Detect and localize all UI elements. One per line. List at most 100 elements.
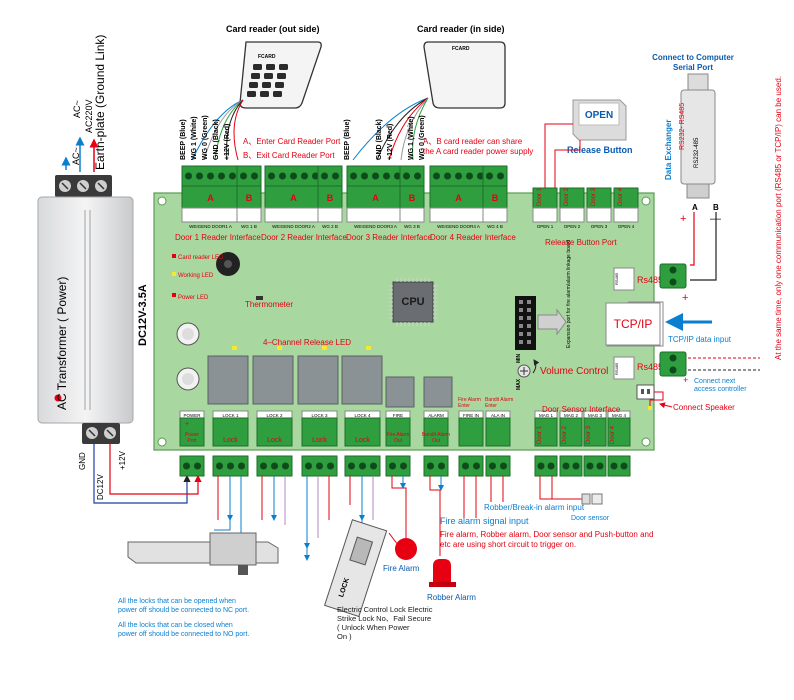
terminal-screw[interactable] xyxy=(489,462,496,470)
weigend-label: WEIGEND DOOR4 A xyxy=(437,224,480,229)
terminal-screw[interactable] xyxy=(348,462,355,470)
terminal-screw[interactable] xyxy=(312,172,319,180)
terminal-screw[interactable] xyxy=(370,462,377,470)
reader-interface-label-2: Door 2 Reader Interface xyxy=(261,233,347,242)
reader-out-wire-label-3: GND (Black) xyxy=(213,119,220,160)
terminal-screw[interactable] xyxy=(359,462,366,470)
tcpip-port[interactable] xyxy=(605,302,661,346)
relay xyxy=(252,355,294,405)
output-terminal-block[interactable] xyxy=(385,455,411,477)
terminal-screw[interactable] xyxy=(240,172,247,180)
door-sensor-terminal[interactable] xyxy=(583,455,607,477)
keypad-key xyxy=(277,73,286,79)
output-terminal-block[interactable] xyxy=(179,455,205,477)
connect-speaker-label: Connect Speaker xyxy=(673,403,735,412)
terminal-screw[interactable] xyxy=(282,462,289,470)
terminal-screw[interactable] xyxy=(500,462,507,470)
magnetic-lock-group xyxy=(127,532,279,575)
terminal-screw[interactable] xyxy=(372,172,379,180)
terminal-screw[interactable] xyxy=(332,172,339,180)
terminal-screw[interactable] xyxy=(301,172,308,180)
relay xyxy=(297,355,339,405)
terminal-screw[interactable] xyxy=(477,172,484,180)
terminal-screw[interactable] xyxy=(229,172,236,180)
terminal-screw[interactable] xyxy=(414,172,421,180)
terminal-screw[interactable] xyxy=(466,172,473,180)
terminal-screw[interactable] xyxy=(194,462,201,470)
terminal-screw[interactable] xyxy=(400,462,407,470)
terminal-screw[interactable] xyxy=(403,172,410,180)
svg-text:RS485: RS485 xyxy=(614,272,619,285)
terminal-screw[interactable] xyxy=(497,172,504,180)
terminal-screw[interactable] xyxy=(227,462,234,470)
dc-rating-label: DC12V-3.5A xyxy=(137,284,149,346)
terminal-screw[interactable] xyxy=(455,172,462,180)
terminal-screw[interactable] xyxy=(218,172,225,180)
robber-alarm-icon xyxy=(433,559,451,582)
keypad-key xyxy=(273,91,282,97)
relay xyxy=(385,376,415,408)
output-terminal-block[interactable] xyxy=(423,455,449,477)
tcpip-input-label: TCP/IP data input xyxy=(668,335,732,344)
ac220-label: AC220V xyxy=(84,99,94,133)
earth-plate-label: Earth-plate (Ground Link) xyxy=(93,35,107,170)
terminal-screw[interactable] xyxy=(486,172,493,180)
terminal-screw[interactable] xyxy=(473,462,480,470)
terminal-screw[interactable] xyxy=(251,172,258,180)
card-reader-in-icon xyxy=(423,41,506,109)
expansion-header[interactable] xyxy=(515,296,536,350)
terminal-screw[interactable] xyxy=(279,172,286,180)
terminal-screw[interactable] xyxy=(290,172,297,180)
bottom-port-label: FIRE IN xyxy=(463,413,479,418)
data-exchanger-label: Data Exchanger xyxy=(664,120,673,180)
terminal-screw[interactable] xyxy=(305,462,312,470)
terminal-screw[interactable] xyxy=(316,462,323,470)
terminal-screw[interactable] xyxy=(394,172,401,180)
terminal-screw[interactable] xyxy=(389,462,396,470)
rs485-terminal-2[interactable] xyxy=(659,351,687,377)
output-terminal-block[interactable] xyxy=(485,455,511,477)
terminal-screw[interactable] xyxy=(321,172,328,180)
output-terminal-block[interactable] xyxy=(458,455,484,477)
terminal-screw[interactable] xyxy=(327,462,334,470)
terminal-screw[interactable] xyxy=(183,462,190,470)
mag-label: MAG 4 xyxy=(612,413,627,418)
terminal-screw[interactable] xyxy=(196,172,203,180)
terminal-screw[interactable] xyxy=(185,172,192,180)
open-button[interactable] xyxy=(578,102,620,126)
terminal-screw[interactable] xyxy=(207,172,214,180)
reader-interface-label-1: Door 1 Reader Interface xyxy=(175,233,261,242)
terminal-screw[interactable] xyxy=(216,462,223,470)
fcard-label-2: FCARD xyxy=(452,46,470,52)
weigend-label: WEIGEND DOOR2 A xyxy=(272,224,315,229)
terminal-screw[interactable] xyxy=(444,172,451,180)
weigend-label: WG 1 B xyxy=(241,224,257,229)
rs485-terminal-1[interactable] xyxy=(659,263,687,289)
terminal-screw[interactable] xyxy=(462,462,469,470)
terminal-screw[interactable] xyxy=(427,462,434,470)
exchanger-a: A xyxy=(692,203,698,212)
plus12v-label: +12V xyxy=(118,450,127,470)
max-label: MAX xyxy=(516,378,522,390)
reader-in-wire-label-3: WG 1 (White) xyxy=(408,116,415,160)
terminal-screw[interactable] xyxy=(383,172,390,180)
terminal-screw[interactable] xyxy=(238,462,245,470)
door-sensor-terminal[interactable] xyxy=(607,455,631,477)
release-port-label: Release Button Port xyxy=(545,238,617,247)
terminal-screw[interactable] xyxy=(350,172,357,180)
door-sensor-terminal[interactable] xyxy=(559,455,583,477)
terminal-screw[interactable] xyxy=(260,462,267,470)
terminal-screw[interactable] xyxy=(438,462,445,470)
door-label: Door 4 xyxy=(618,187,624,206)
terminal-screw[interactable] xyxy=(271,462,278,470)
door-sensor-terminal[interactable] xyxy=(534,455,558,477)
terminal-screw[interactable] xyxy=(268,172,275,180)
terminal-screw[interactable] xyxy=(433,172,440,180)
weigend-label: WEIGEND DOOR3 A xyxy=(354,224,397,229)
terminal-screw[interactable] xyxy=(361,172,368,180)
